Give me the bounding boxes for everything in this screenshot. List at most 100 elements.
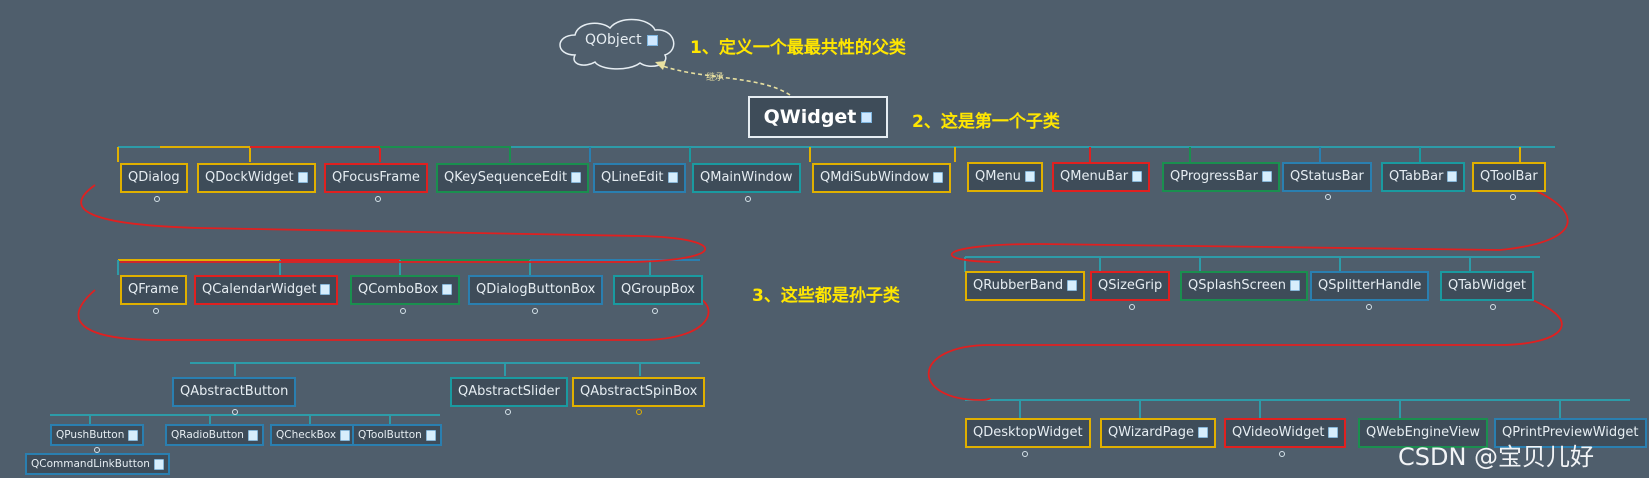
node-text: QToolButton bbox=[358, 429, 422, 441]
qwidget-text: QWidget bbox=[763, 106, 857, 128]
node-qmenubar[interactable]: QMenuBar bbox=[1052, 162, 1151, 192]
node-qcheckbox[interactable]: QCheckBox bbox=[270, 424, 357, 446]
expand-dot[interactable] bbox=[745, 196, 751, 202]
doc-icon bbox=[128, 429, 139, 441]
node-text: QMdiSubWindow bbox=[820, 170, 930, 185]
doc-icon bbox=[571, 172, 582, 183]
doc-icon bbox=[1328, 427, 1339, 438]
note-2: 2、这是第一个子类 bbox=[912, 112, 1060, 132]
node-qcombobox[interactable]: QComboBox bbox=[350, 275, 461, 305]
node-qdialog[interactable]: QDialog bbox=[120, 163, 188, 193]
doc-icon bbox=[1132, 171, 1143, 182]
node-text: QLineEdit bbox=[601, 170, 664, 185]
node-qtoolbutton[interactable]: QToolButton bbox=[352, 424, 442, 446]
watermark: CSDN @宝贝儿好 bbox=[1398, 443, 1595, 471]
doc-icon bbox=[297, 172, 308, 183]
node-qdockwidget[interactable]: QDockWidget bbox=[197, 163, 316, 193]
expand-dot[interactable] bbox=[1129, 304, 1135, 310]
doc-icon bbox=[1447, 171, 1458, 182]
node-qsplashscreen[interactable]: QSplashScreen bbox=[1180, 271, 1309, 301]
node-text: QWizardPage bbox=[1108, 425, 1195, 440]
node-text: QSplashScreen bbox=[1188, 278, 1287, 293]
node-qradiobutton[interactable]: QRadioButton bbox=[165, 424, 264, 446]
doc-icon bbox=[320, 284, 331, 295]
node-text: QDockWidget bbox=[205, 170, 294, 185]
node-text: QPushButton bbox=[56, 429, 125, 441]
doc-icon bbox=[933, 172, 944, 183]
note-1: 1、定义一个最最共性的父类 bbox=[690, 38, 906, 58]
edge-label: 继承 bbox=[706, 73, 725, 83]
node-qwizardpage[interactable]: QWizardPage bbox=[1100, 418, 1217, 448]
node-qkeysequenceedit[interactable]: QKeySequenceEdit bbox=[436, 163, 590, 193]
doc-icon bbox=[1198, 427, 1209, 438]
node-text: QMenuBar bbox=[1060, 169, 1129, 184]
expand-dot[interactable] bbox=[1279, 451, 1285, 457]
expand-dot[interactable] bbox=[532, 308, 538, 314]
outline-row1 bbox=[80, 184, 707, 263]
node-text: QVideoWidget bbox=[1232, 425, 1325, 440]
note-icon bbox=[861, 112, 873, 123]
expand-dot[interactable] bbox=[1022, 451, 1028, 457]
node-qlineedit[interactable]: QLineEdit bbox=[593, 163, 686, 193]
node-text: QKeySequenceEdit bbox=[444, 170, 568, 185]
expand-dot[interactable] bbox=[232, 409, 238, 415]
node-qprintpreviewwidget[interactable]: QPrintPreviewWidget bbox=[1494, 418, 1647, 448]
expand-dot[interactable] bbox=[153, 308, 159, 314]
qobject-label[interactable]: QObject bbox=[585, 32, 658, 48]
qobject-cloud bbox=[559, 18, 675, 70]
node-qmdisubwindow[interactable]: QMdiSubWindow bbox=[812, 163, 952, 193]
doc-icon bbox=[1261, 171, 1272, 182]
expand-dot[interactable] bbox=[1325, 194, 1331, 200]
inherit-arrow bbox=[659, 64, 791, 96]
node-qmainwindow[interactable]: QMainWindow bbox=[692, 163, 801, 193]
inherit-arrowhead bbox=[655, 61, 666, 70]
expand-dot[interactable] bbox=[94, 447, 100, 453]
node-qfocusframe[interactable]: QFocusFrame bbox=[324, 163, 428, 193]
doc-icon bbox=[1024, 171, 1035, 182]
node-qgroupbox[interactable]: QGroupBox bbox=[613, 275, 703, 305]
doc-icon bbox=[442, 284, 453, 295]
qwidget-node[interactable]: QWidget bbox=[748, 96, 888, 138]
node-text: QCommandLinkButton bbox=[31, 458, 150, 470]
node-qtoolbar[interactable]: QToolBar bbox=[1472, 162, 1546, 192]
node-qabstractspinbox[interactable]: QAbstractSpinBox bbox=[572, 377, 706, 407]
node-qsizegrip[interactable]: QSizeGrip bbox=[1090, 271, 1171, 301]
node-qsplitterhandle[interactable]: QSplitterHandle bbox=[1310, 271, 1430, 301]
node-qstatusbar[interactable]: QStatusBar bbox=[1282, 162, 1372, 192]
expand-dot[interactable] bbox=[1490, 304, 1496, 310]
node-qpushbutton[interactable]: QPushButton bbox=[50, 424, 145, 446]
doc-icon bbox=[247, 429, 258, 441]
expand-dot[interactable] bbox=[375, 196, 381, 202]
node-qdesktopwidget[interactable]: QDesktopWidget bbox=[965, 418, 1091, 448]
expand-dot[interactable] bbox=[154, 196, 160, 202]
doc-icon bbox=[425, 429, 436, 441]
expand-dot[interactable] bbox=[1510, 194, 1516, 200]
node-qvideowidget[interactable]: QVideoWidget bbox=[1224, 418, 1347, 448]
node-qmenu[interactable]: QMenu bbox=[967, 162, 1043, 192]
expand-dot[interactable] bbox=[400, 308, 406, 314]
node-qdialogbuttonbox[interactable]: QDialogButtonBox bbox=[468, 275, 604, 305]
node-text: QProgressBar bbox=[1170, 169, 1258, 184]
node-qcommandlinkbutton[interactable]: QCommandLinkButton bbox=[25, 453, 170, 475]
expand-dot[interactable] bbox=[1366, 304, 1372, 310]
expand-dot[interactable] bbox=[505, 409, 511, 415]
node-qtabbar[interactable]: QTabBar bbox=[1381, 162, 1466, 192]
node-qframe[interactable]: QFrame bbox=[120, 275, 187, 305]
expand-dot[interactable] bbox=[652, 308, 658, 314]
node-qtabwidget[interactable]: QTabWidget bbox=[1440, 271, 1535, 301]
node-text: QCheckBox bbox=[276, 429, 337, 441]
node-qwebengineview[interactable]: QWebEngineView bbox=[1358, 418, 1488, 448]
node-qabstractbutton[interactable]: QAbstractButton bbox=[172, 377, 297, 407]
node-text: QTabBar bbox=[1389, 169, 1444, 184]
doc-icon bbox=[340, 429, 351, 441]
expand-dot[interactable] bbox=[636, 409, 642, 415]
doc-icon bbox=[153, 458, 164, 470]
doc-icon bbox=[1067, 280, 1078, 291]
node-qabstractslider[interactable]: QAbstractSlider bbox=[450, 377, 568, 407]
node-qrubberband[interactable]: QRubberBand bbox=[965, 271, 1086, 301]
node-qprogressbar[interactable]: QProgressBar bbox=[1162, 162, 1280, 192]
outline-row1-right bbox=[950, 177, 1569, 263]
node-qcalendarwidget[interactable]: QCalendarWidget bbox=[194, 275, 339, 305]
